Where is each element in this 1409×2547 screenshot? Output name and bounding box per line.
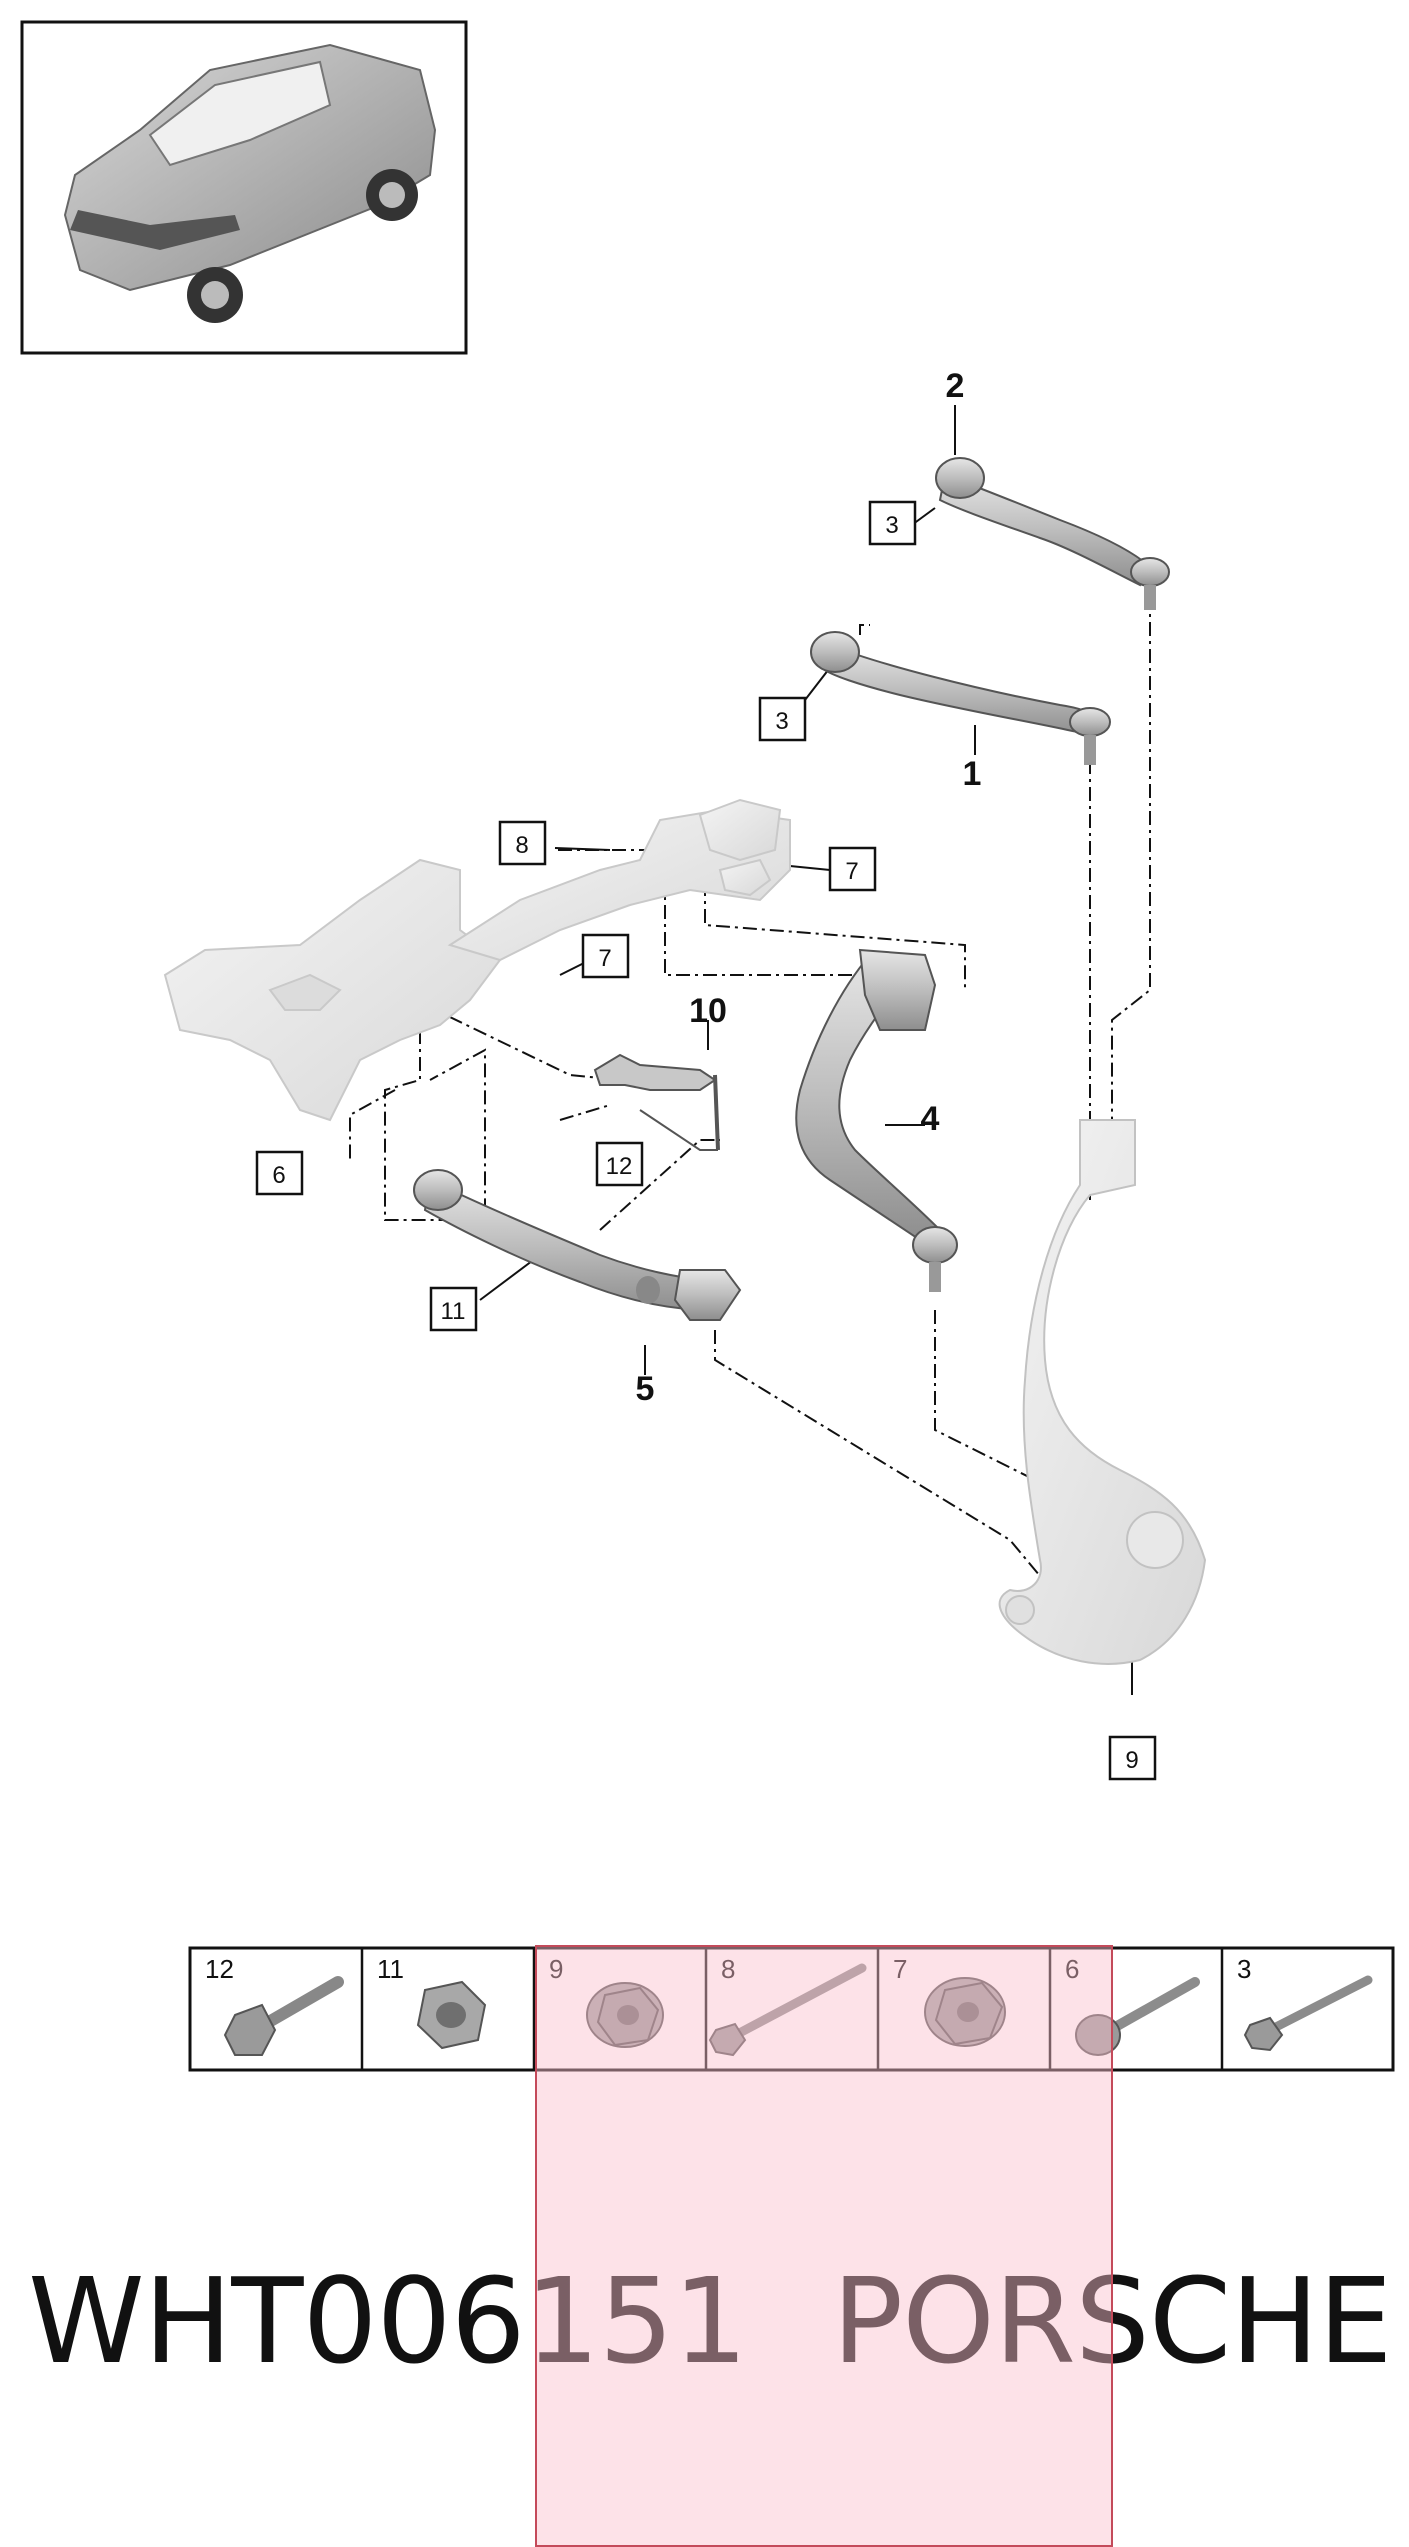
strip-label-8: 8 — [721, 1954, 735, 1984]
flange-nut-icon — [586, 1982, 664, 2048]
callout-11: 11 — [441, 1298, 466, 1325]
level-sensor-10 — [593, 1053, 720, 1151]
lower-arm-5 — [413, 1169, 742, 1321]
callout-5: 5 — [636, 1370, 655, 1408]
strip-label-9: 9 — [549, 1954, 563, 1984]
callout-3a: 3 — [885, 512, 898, 539]
callout-1: 1 — [963, 755, 982, 793]
vehicle-thumbnail — [20, 20, 468, 355]
callout-2: 2 — [946, 367, 965, 405]
suv-icon — [63, 43, 437, 323]
selection-highlight — [535, 1945, 1113, 2547]
upper-control-arm-2 — [935, 457, 1170, 610]
strip-label-3: 3 — [1237, 1954, 1251, 1984]
subframe — [163, 798, 791, 1122]
callout-labels: 2 3 3 1 8 7 7 10 4 12 6 11 5 9 — [272, 367, 1138, 1774]
strip-label-11: 11 — [377, 1954, 404, 1984]
callout-3b: 3 — [775, 708, 788, 735]
callout-8: 8 — [515, 832, 528, 859]
flange-bolt-icon — [223, 1976, 344, 2056]
wheel-carrier-9 — [998, 1119, 1207, 1665]
callout-7a: 7 — [845, 858, 858, 885]
long-bolt-icon — [708, 1963, 867, 2057]
hex-nut-icon — [416, 1980, 487, 2050]
callout-9: 9 — [1125, 1747, 1138, 1774]
strip-label-12: 12 — [205, 1954, 234, 1984]
bolt-icon — [1075, 1977, 1200, 2056]
hardware-strip: 12 11 9 8 7 6 3 — [188, 1946, 1395, 2072]
callout-12: 12 — [606, 1153, 633, 1180]
flange-nut-icon — [924, 1977, 1006, 2047]
lower-control-arm-4 — [795, 948, 958, 1292]
callout-7b: 7 — [598, 945, 611, 972]
callout-10: 10 — [689, 992, 727, 1030]
callout-4: 4 — [921, 1100, 940, 1138]
callout-boxes — [255, 500, 1157, 1781]
callout-6: 6 — [272, 1162, 285, 1189]
upper-control-arm-1 — [810, 631, 1111, 765]
leader-lines — [349, 595, 1151, 1601]
strip-label-6: 6 — [1065, 1954, 1079, 1984]
bolt-icon — [1243, 1975, 1373, 2052]
strip-label-7: 7 — [893, 1954, 907, 1984]
part-number: WHT006151 — [28, 2252, 748, 2390]
